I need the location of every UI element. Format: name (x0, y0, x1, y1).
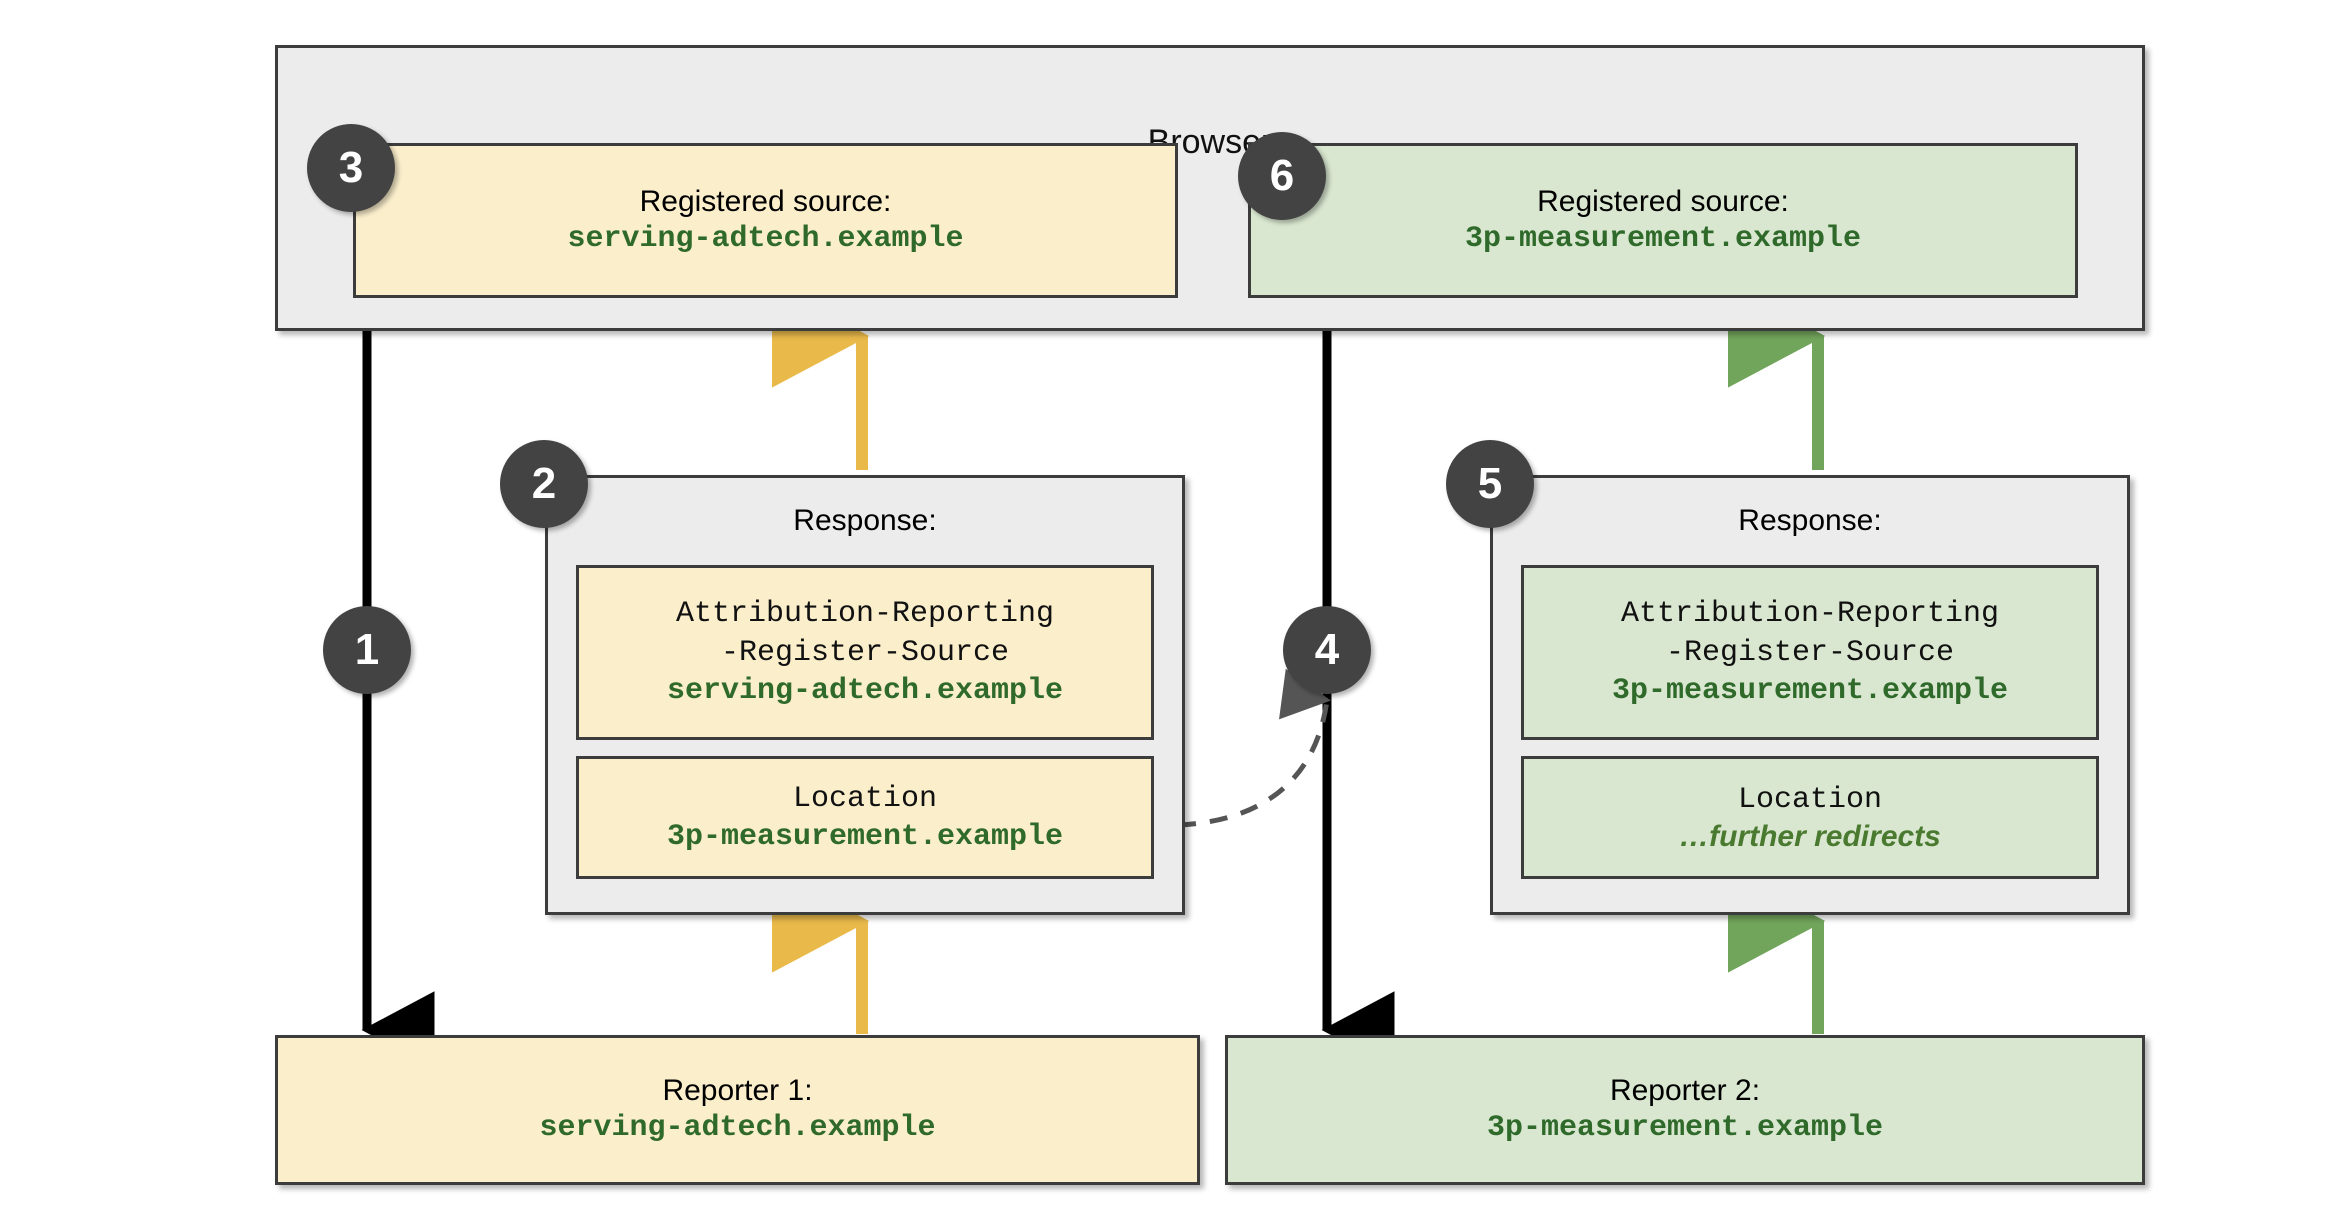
step-badge-3: 3 (307, 124, 395, 212)
step-badge-1: 1 (323, 606, 411, 694)
reporter-2-box: Reporter 2: 3p-measurement.example (1225, 1035, 2145, 1185)
header-value-location-1: 3p-measurement.example (666, 819, 1064, 854)
step-badge-6: 6 (1238, 132, 1326, 220)
registered-source-label-2: Registered source: (1537, 184, 1789, 218)
reporter-2-domain: 3p-measurement.example (1486, 1111, 1884, 1145)
step-badge-4: 4 (1283, 606, 1371, 694)
header-value-location-2: …further redirects (1679, 820, 1941, 853)
response-title-2: Response: (1738, 504, 1882, 537)
registered-source-serving-adtech: Registered source: serving-adtech.exampl… (353, 143, 1178, 298)
response-header-location-2: Location …further redirects (1521, 756, 2099, 879)
reporter-1-domain: serving-adtech.example (539, 1111, 936, 1145)
reporter-1-label: Reporter 1: (662, 1074, 813, 1108)
header-name-location-1: Location (792, 781, 938, 816)
reporter-2-label: Reporter 2: (1609, 1074, 1761, 1108)
header-name-line1-2: Attribution-Reporting (1620, 597, 2000, 632)
registered-source-label-1: Registered source: (639, 184, 892, 218)
reporter-1-box: Reporter 1: serving-adtech.example (275, 1035, 1200, 1185)
response-header-location-1: Location 3p-measurement.example (576, 756, 1154, 879)
browser-container: Browser Registered source: serving-adtec… (275, 45, 2145, 331)
response-box-reporter-1: Response: Attribution-Reporting -Registe… (545, 475, 1185, 915)
registered-source-domain-1: serving-adtech.example (567, 221, 964, 256)
registered-source-domain-2: 3p-measurement.example (1464, 221, 1862, 256)
registered-source-3p-measurement: Registered source: 3p-measurement.exampl… (1248, 143, 2078, 298)
header-name-line1-1: Attribution-Reporting (675, 597, 1055, 632)
step-badge-2: 2 (500, 440, 588, 528)
response-title-1: Response: (793, 504, 937, 537)
response-box-reporter-2: Response: Attribution-Reporting -Registe… (1490, 475, 2130, 915)
redirect-dashed-curve (1177, 668, 1331, 828)
header-name-line2-1: -Register-Source (720, 636, 1010, 671)
header-value-1: serving-adtech.example (666, 674, 1064, 709)
header-name-location-2: Location (1737, 783, 1883, 817)
step-badge-5: 5 (1446, 440, 1534, 528)
header-name-line2-2: -Register-Source (1665, 636, 1955, 671)
response-header-register-source-2: Attribution-Reporting -Register-Source 3… (1521, 565, 2099, 740)
header-value-2: 3p-measurement.example (1611, 674, 2009, 709)
response-header-register-source-1: Attribution-Reporting -Register-Source s… (576, 565, 1154, 740)
